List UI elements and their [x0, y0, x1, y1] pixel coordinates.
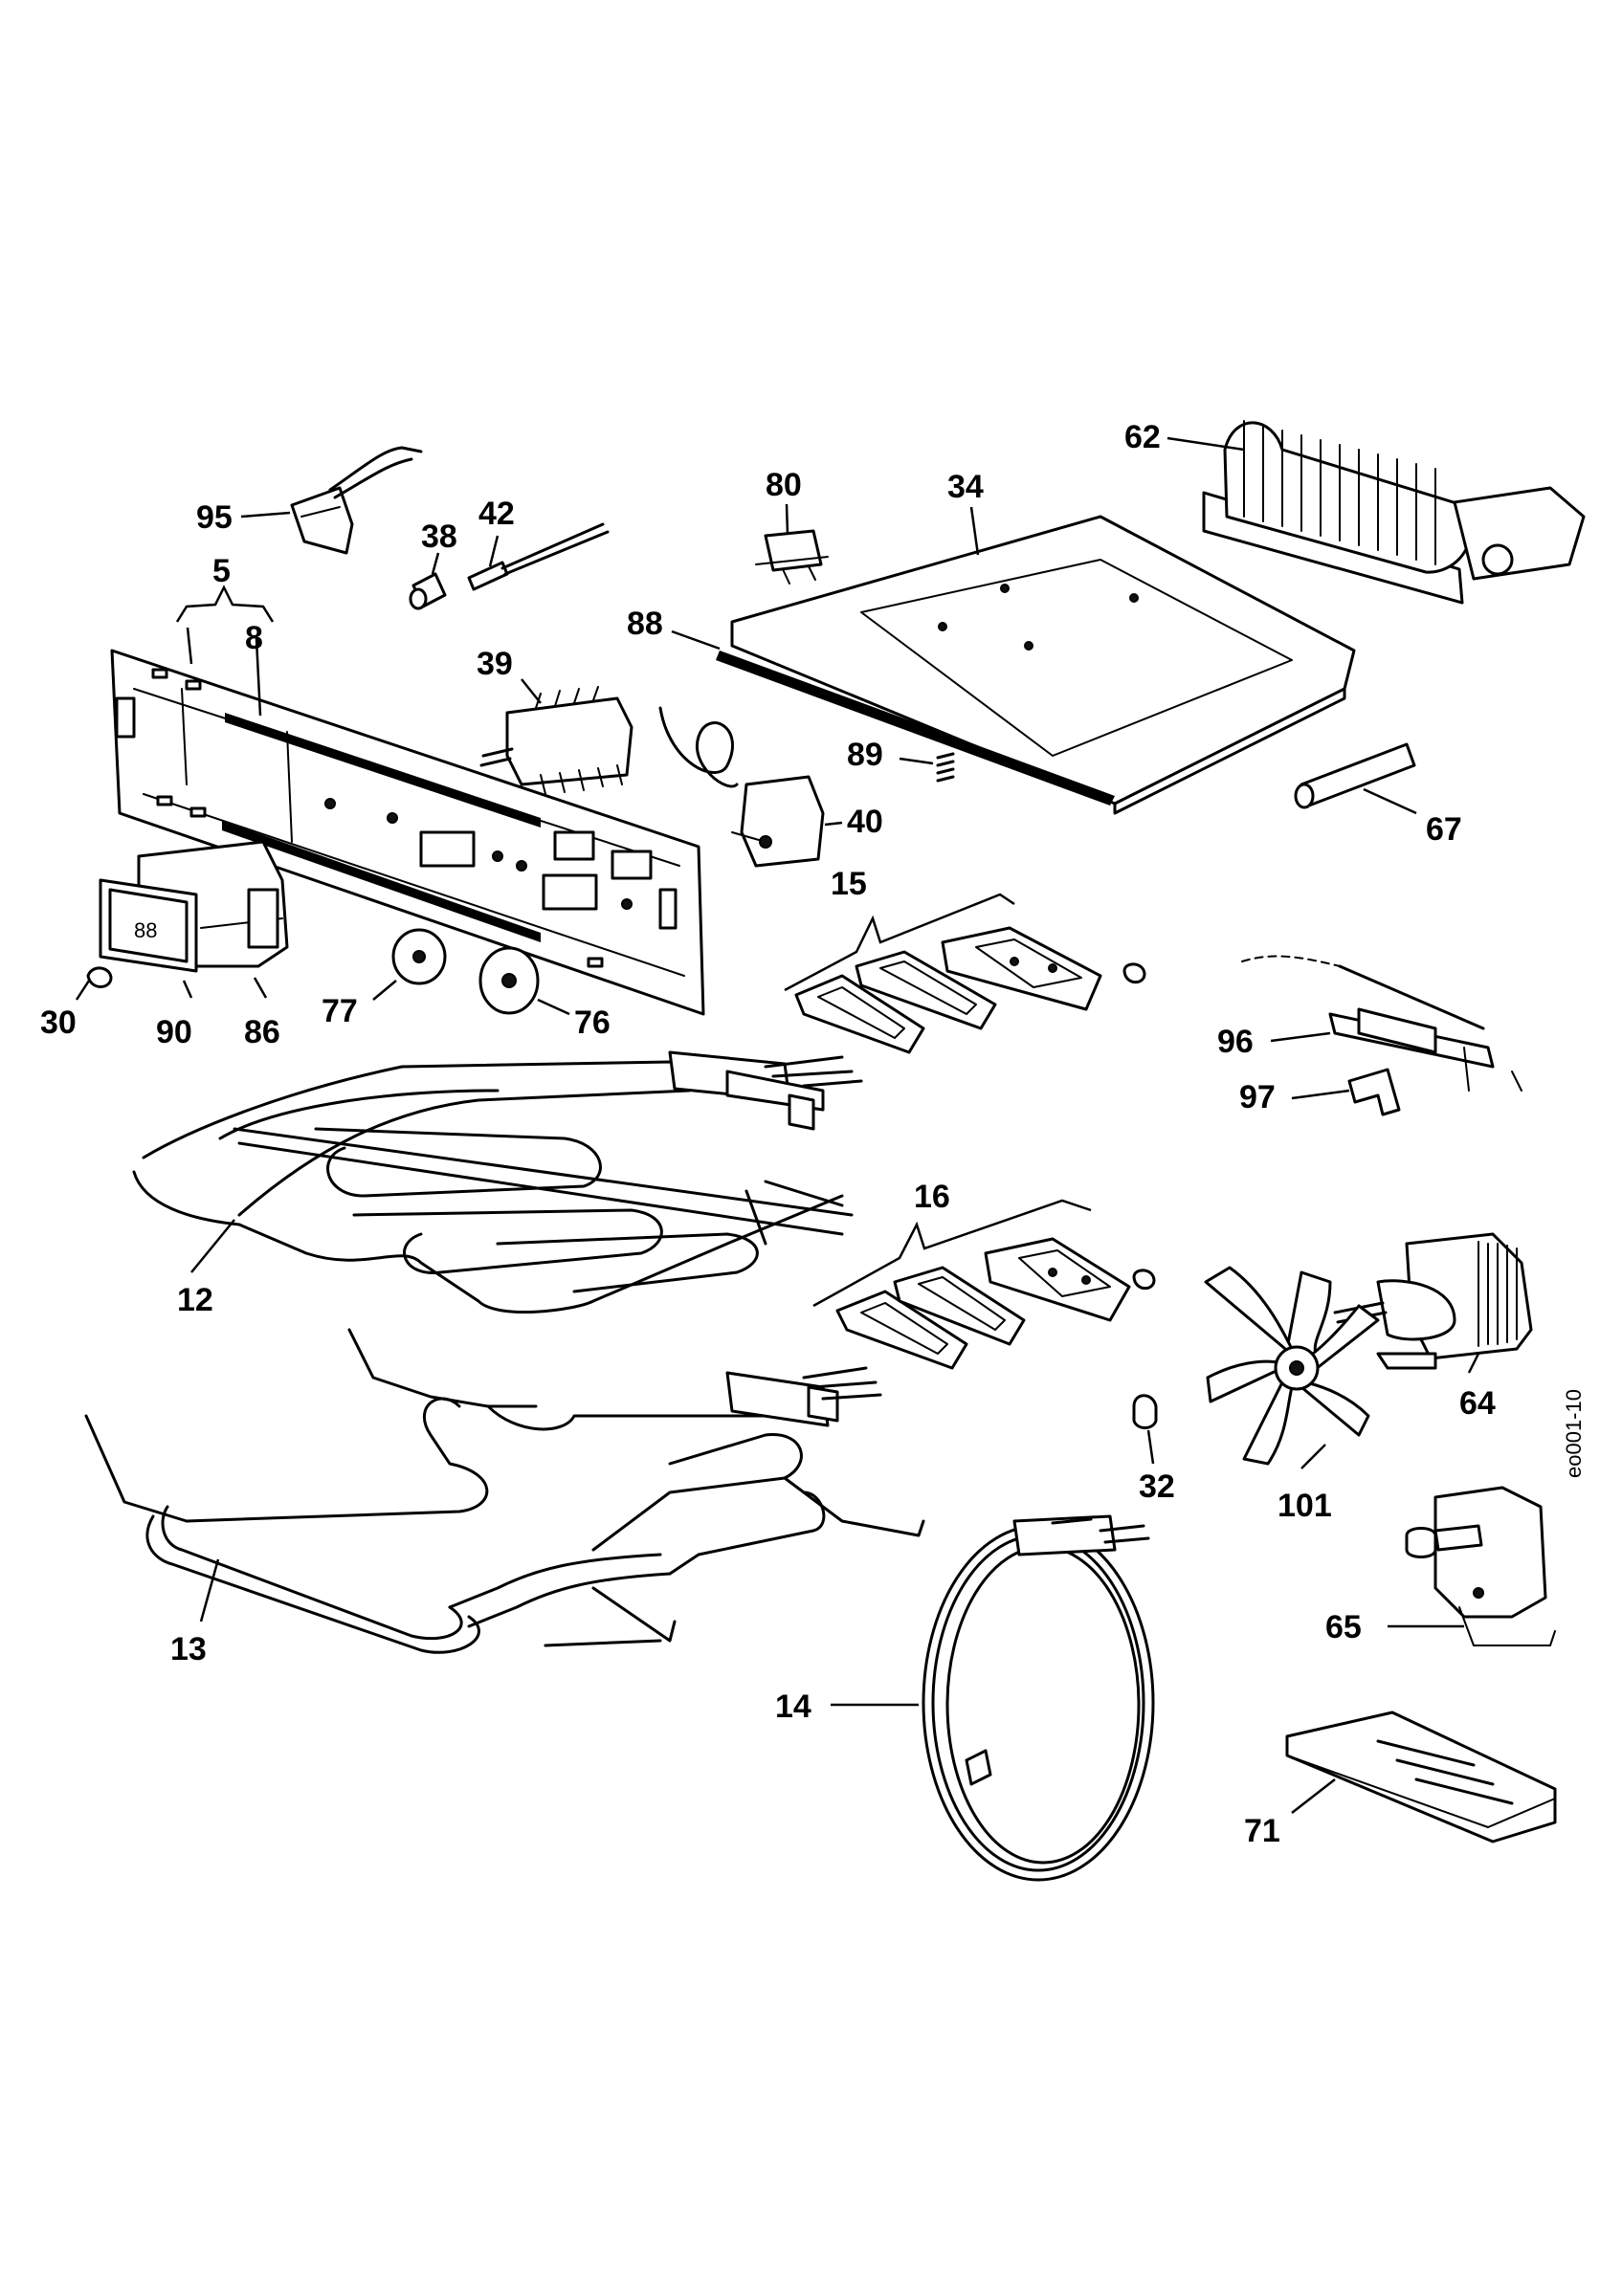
- label-80: 80: [766, 467, 802, 503]
- part-62-tangential-fan: [1202, 420, 1586, 605]
- label-34: 34: [947, 469, 984, 505]
- label-38: 38: [421, 519, 457, 555]
- label-40: 40: [847, 804, 883, 840]
- part-5-control-panel: [110, 649, 705, 1016]
- part-97-clip: [1347, 1068, 1401, 1116]
- part-32-nut: [1132, 1394, 1158, 1429]
- part-12-element-terminal: [668, 1050, 863, 1131]
- part-40-thermostat: [658, 706, 825, 868]
- label-101: 101: [1278, 1488, 1332, 1524]
- part-34-cover-plate: [730, 515, 1356, 815]
- part-80-relay: [755, 529, 829, 585]
- label-97: 97: [1239, 1079, 1276, 1115]
- label-62: 62: [1124, 419, 1161, 455]
- label-8: 8: [245, 620, 263, 656]
- part-65-timer: [1405, 1486, 1556, 1646]
- part-14-circular-element: [922, 1514, 1155, 1882]
- label-30: 30: [40, 1004, 77, 1041]
- label-42: 42: [478, 496, 515, 532]
- label-32: 32: [1139, 1468, 1175, 1505]
- label-96: 96: [1217, 1024, 1254, 1060]
- part-16-terminal-seals: [835, 1237, 1156, 1370]
- part-77-knob: [391, 928, 447, 985]
- label-64: 64: [1459, 1385, 1496, 1422]
- label-12: 12: [177, 1282, 213, 1318]
- part-8-panel-gasket: [222, 713, 541, 942]
- part-42-indicator-lamp: [467, 522, 610, 591]
- label-88: 88: [627, 606, 663, 642]
- label-71: 71: [1244, 1813, 1280, 1849]
- part-12-grill-element: [132, 1060, 854, 1314]
- part-30-knob: [86, 966, 113, 988]
- label-14: 14: [775, 1689, 811, 1725]
- label-13: 13: [170, 1631, 207, 1667]
- part-95-door-switch: [290, 446, 423, 555]
- part-76-knob: [478, 946, 540, 1015]
- part-64-fan-motor: [1333, 1232, 1533, 1370]
- part-13-bottom-element: [84, 1328, 925, 1654]
- part-101-fan-blade: [1204, 1266, 1380, 1466]
- part-39-selector-switch: [479, 686, 633, 795]
- label-15: 15: [831, 866, 867, 902]
- label-5: 5: [212, 553, 231, 589]
- part-89-spring: [936, 752, 955, 783]
- label-65: 65: [1325, 1609, 1362, 1645]
- part-15-terminal-seals: [794, 926, 1146, 1054]
- svg-text:88: 88: [134, 918, 157, 942]
- label-90: 90: [156, 1014, 192, 1050]
- part-13-element-terminal: [725, 1366, 882, 1427]
- label-16: 16: [914, 1179, 950, 1215]
- drawing-code: eo001-10: [1562, 1389, 1586, 1478]
- label-76: 76: [574, 1004, 611, 1041]
- label-39: 39: [477, 646, 513, 682]
- part-67-cooling-tube: [1294, 742, 1416, 809]
- label-89: 89: [847, 737, 883, 773]
- part-88-gasket-strip: [716, 651, 1115, 806]
- part-90-clock-frame: 88: [99, 878, 198, 973]
- part-96-switch-bracket: [1241, 955, 1522, 1092]
- part-71-filter: [1285, 1711, 1557, 1843]
- label-77: 77: [322, 993, 358, 1029]
- label-86: 86: [244, 1014, 280, 1050]
- label-67: 67: [1426, 811, 1462, 848]
- part-38-lamp: [409, 572, 447, 610]
- label-95: 95: [196, 499, 233, 536]
